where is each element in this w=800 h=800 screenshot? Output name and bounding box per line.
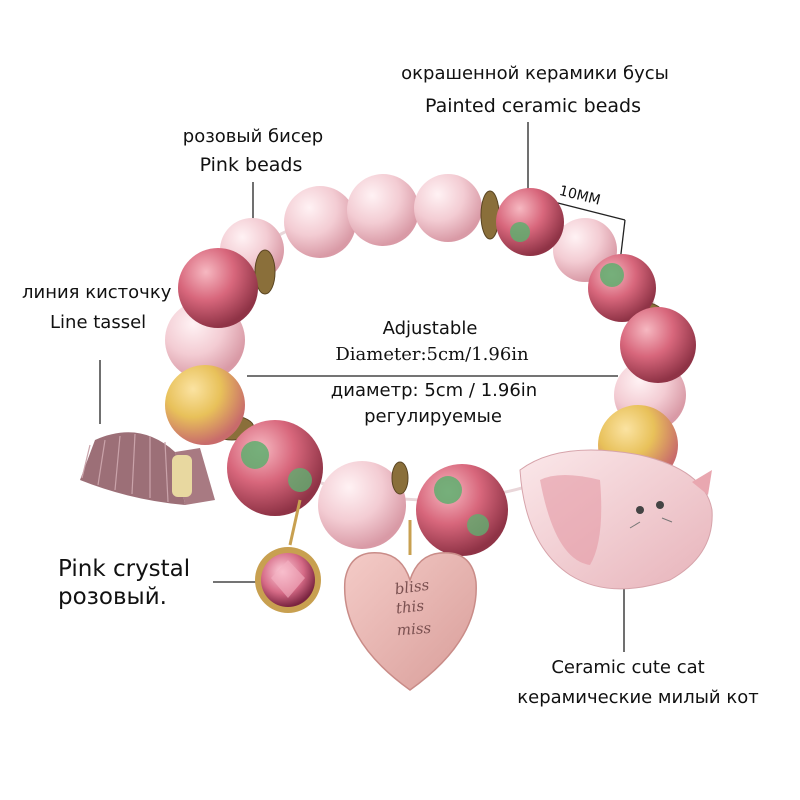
adjustable-label-ru: регулируемые [364,406,502,427]
tassel-label-en: Line tassel [50,312,147,333]
heart-text-line-3: miss [396,618,432,640]
pink-beads-label-ru: розовый бисер [182,126,324,147]
adjustable-label-en: Adjustable [382,318,478,339]
cat-label-ru: керамические милый кот [517,687,759,708]
ceramic-cat [519,449,713,590]
pink-beads-label-en: Pink beads [199,154,303,176]
crystal-label-ru: розовый. [58,584,167,610]
diameter-label-en: Diameter:5cm/1.96in [335,344,529,365]
painted-beads-label-en: Painted ceramic beads [424,95,642,117]
line-tassel [80,432,215,505]
heart-text-line-2: this [394,596,425,618]
painted-ceramic-beads [165,188,696,556]
crystal-label-en: Pink crystal [58,556,191,582]
cat-label-en: Ceramic cute cat [551,657,705,678]
diameter-label-ru: диаметр: 5cm / 1.96in [330,380,538,401]
tassel-label-ru: линия кисточку [22,282,172,303]
heart-charm [343,520,477,691]
pink-crystal [255,499,321,613]
painted-beads-label-ru: окрашенной керамики бусы [401,63,669,84]
